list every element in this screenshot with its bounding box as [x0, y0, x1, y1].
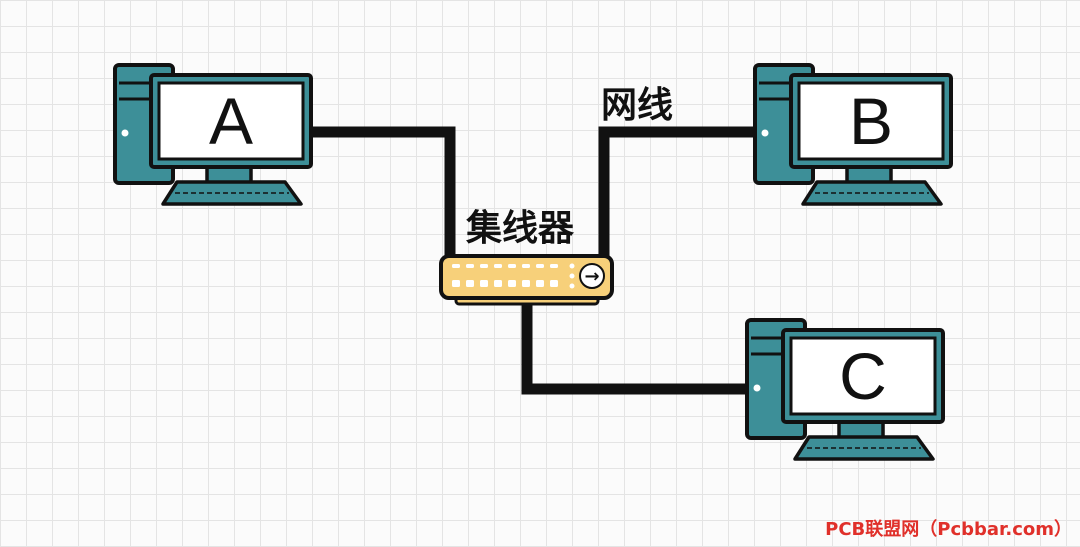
hub-indicator-light — [569, 283, 575, 289]
hub-port — [494, 280, 502, 287]
hub-label: 集线器 — [465, 208, 575, 249]
hub-ports — [452, 263, 575, 289]
hub-port — [536, 264, 544, 268]
hub-arrow: → — [584, 266, 599, 287]
hub-indicator-light — [569, 273, 575, 279]
hub-port — [508, 280, 516, 287]
hub-port — [466, 280, 474, 287]
hub-port — [452, 264, 460, 268]
cable-hub-to-c — [521, 305, 752, 395]
computer-a: A — [113, 63, 313, 206]
network-hub-icon: → — [439, 254, 614, 306]
hub-port — [494, 264, 502, 268]
computer-b-label: B — [849, 84, 893, 158]
cable-b-to-hub — [598, 126, 758, 258]
hub-port — [536, 280, 544, 287]
cable-label: 网线 — [601, 85, 673, 126]
computer-b: B — [753, 63, 953, 206]
hub-port — [508, 264, 516, 268]
arrow-right-icon — [579, 263, 605, 289]
watermark: PCB联盟网（Pcbbar.com） — [825, 519, 1072, 540]
hub-port — [480, 280, 488, 287]
cable-a-to-hub — [308, 126, 456, 258]
computer-c: C — [745, 318, 945, 461]
hub-port — [522, 264, 530, 268]
hub-port — [466, 264, 474, 268]
hub-port — [452, 280, 460, 287]
computer-a-label: A — [209, 84, 253, 158]
cables — [308, 126, 758, 395]
computer-c-label: C — [839, 339, 887, 413]
hub-port — [480, 264, 488, 268]
hub-port — [550, 280, 558, 287]
hub-port — [550, 264, 558, 268]
hub-indicator-light — [569, 263, 575, 269]
hub-port — [522, 280, 530, 287]
